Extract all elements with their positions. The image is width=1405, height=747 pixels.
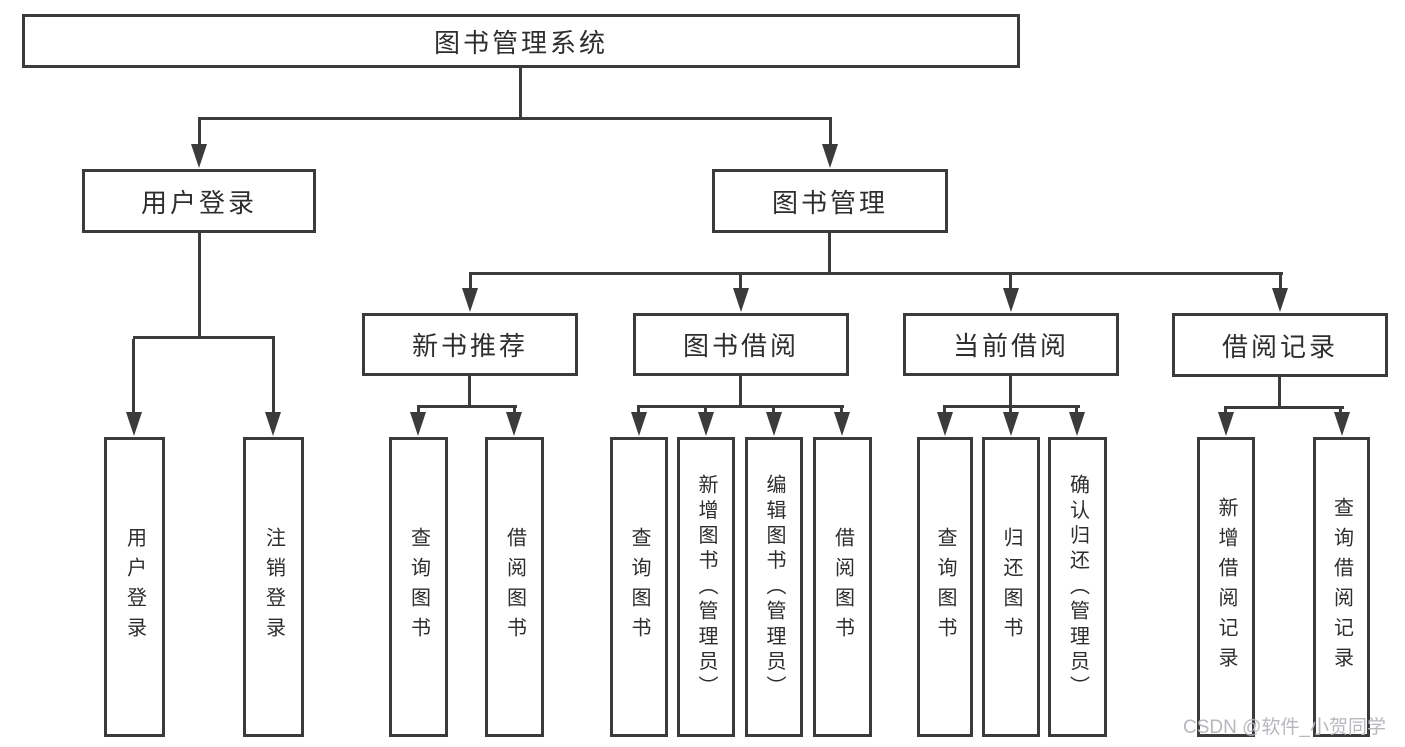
node-new-book-recommendation: 新书推荐 [362,313,578,376]
arrow-down-icon [822,144,838,168]
connector-line [132,339,135,414]
arrow-down-icon [1003,288,1019,312]
connector-line [198,117,201,147]
connector-line [1339,409,1342,414]
connector-line [840,408,843,414]
connector-line [1278,377,1281,407]
leaf-user-login: 用户登录 [104,437,165,737]
connector-line [1009,275,1012,291]
connector-line [739,376,742,407]
arrow-down-icon [506,412,522,436]
arrow-down-icon [1069,412,1085,436]
connector-line [417,408,420,414]
connector-line [772,408,775,414]
connector-line [198,233,201,338]
connector-line [1075,408,1078,414]
leaf-add-borrow-record: 新增借阅记录 [1197,437,1255,737]
connector-line [1279,275,1282,291]
leaf-borrow-books: 借阅图书 [813,437,872,737]
connector-line [1009,376,1012,407]
connector-line [828,233,831,274]
arrow-down-icon [1218,412,1234,436]
node-borrowing-records: 借阅记录 [1172,313,1388,377]
leaf-query-books-borrow: 查询图书 [610,437,668,737]
connector-line [513,408,516,414]
connector-line [468,376,471,407]
leaf-query-books-current: 查询图书 [917,437,973,737]
connector-line [519,68,522,118]
connector-line [417,405,517,408]
leaf-edit-book-admin: 编辑图书（管理员） [745,437,803,737]
leaf-return-books: 归还图书 [982,437,1040,737]
arrow-down-icon [834,412,850,436]
connector-line [469,272,1283,275]
connector-line [1224,406,1344,409]
arrow-down-icon [410,412,426,436]
node-user-login: 用户登录 [82,169,316,233]
arrow-down-icon [191,144,207,168]
arrow-down-icon [698,412,714,436]
arrow-down-icon [462,288,478,312]
leaf-borrow-books-recommend: 借阅图书 [485,437,544,737]
arrow-down-icon [631,412,647,436]
arrow-down-icon [937,412,953,436]
leaf-add-book-admin: 新增图书（管理员） [677,437,735,737]
leaf-confirm-return-admin: 确认归还（管理员） [1048,437,1107,737]
leaf-query-books-recommend: 查询图书 [389,437,448,737]
arrow-down-icon [1272,288,1288,312]
arrow-down-icon [265,412,281,436]
connector-line [198,117,832,120]
connector-line [469,275,472,291]
connector-line [829,117,832,147]
watermark: CSDN @软件_小贺同学 [1183,717,1386,738]
arrow-down-icon [126,412,142,436]
connector-line [272,339,275,414]
leaf-query-borrow-record: 查询借阅记录 [1313,437,1370,737]
connector-line [1009,408,1012,414]
leaf-logout: 注销登录 [243,437,304,737]
connector-line [133,336,275,339]
node-current-borrowing: 当前借阅 [903,313,1119,376]
node-book-management: 图书管理 [712,169,948,233]
arrow-down-icon [1003,412,1019,436]
arrow-down-icon [733,288,749,312]
connector-line [739,275,742,291]
arrow-down-icon [766,412,782,436]
connector-line [1224,409,1227,414]
node-library-management-system: 图书管理系统 [22,14,1020,68]
arrow-down-icon [1334,412,1350,436]
connector-line [637,408,640,414]
connector-line [943,405,1080,408]
node-book-borrowing: 图书借阅 [633,313,849,376]
connector-line [637,405,844,408]
connector-line [704,408,707,414]
connector-line [943,408,946,414]
